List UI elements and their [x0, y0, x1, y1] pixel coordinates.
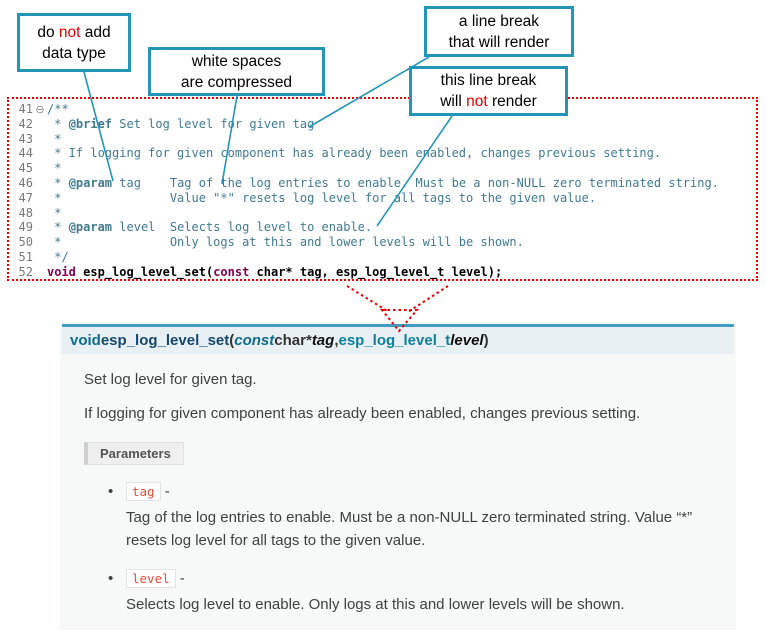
param-item-level: •level -Selects log level to enable. Onl… [108, 569, 736, 617]
code-line-43: 43 * [18, 131, 62, 146]
dotted-arrow-right-edge [407, 285, 449, 313]
param-description: Tag of the log entries to enable. Must b… [126, 509, 693, 549]
code-line-46: 46 * @param tag Tag of the log entries t… [18, 175, 719, 190]
parameters-heading-row: Parameters [84, 442, 736, 465]
code-line-41: 41⊖/** [18, 102, 69, 116]
code-line-45: 45 * [18, 161, 62, 176]
code-line-50: 50 * Only logs at this and lower levels … [18, 235, 524, 250]
param-name-literal: tag [126, 482, 161, 501]
code-line-48: 48 * [18, 205, 62, 220]
dotted-arrow-left-edge [346, 285, 390, 313]
code-line-49: 49 * @param level Selects log level to e… [18, 220, 373, 235]
bullet-icon: • [108, 570, 114, 587]
rendered-docs-panel: void esp_log_level_set(const char *tag, … [60, 322, 736, 630]
brief-text: Set log level for given tag. [84, 371, 257, 388]
param-name-literal: level [126, 569, 176, 588]
code-line-47: 47 * Value "*" resets log level for all … [18, 190, 597, 205]
code-line-42: 42 * @brief Set log level for given tag [18, 116, 315, 131]
param-item-tag: •tag -Tag of the log entries to enable. … [108, 482, 736, 552]
parameters-heading: Parameters [84, 442, 184, 465]
bullet-icon: • [108, 483, 114, 500]
code-line-51: 51 */ [18, 249, 69, 264]
function-signature: void esp_log_level_set(const char *tag, … [62, 324, 734, 354]
description-text: If logging for given component has alrea… [84, 405, 641, 422]
param-description: Selects log level to enable. Only logs a… [126, 596, 625, 613]
code-line-44: 44 * If logging for given component has … [18, 146, 662, 161]
params-list: •tag -Tag of the log entries to enable. … [60, 482, 736, 617]
code-editor-snippet: 41⊖/**42 * @brief Set log level for give… [7, 97, 758, 281]
code-lines: 41⊖/**42 * @brief Set log level for give… [11, 102, 756, 279]
